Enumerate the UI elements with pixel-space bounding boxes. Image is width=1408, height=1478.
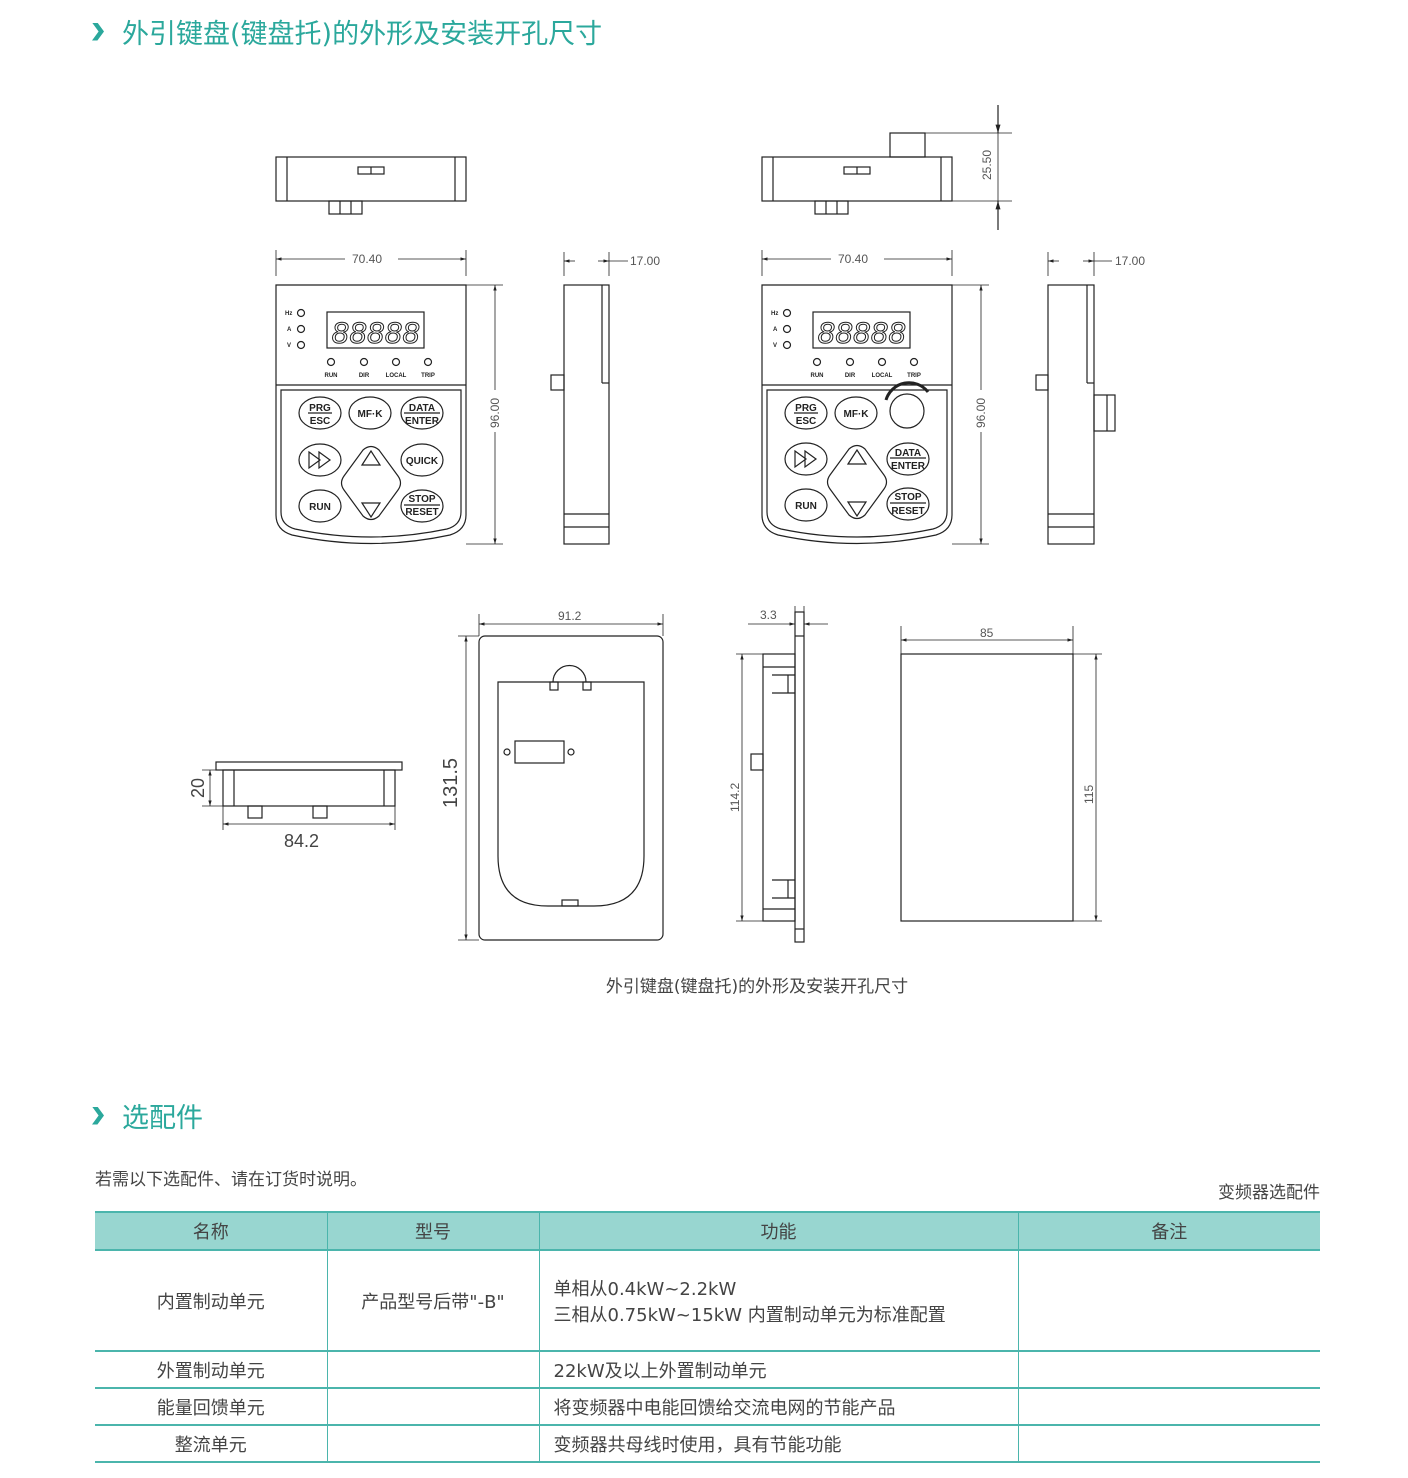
key-reset: RESET — [891, 506, 924, 517]
cell-name: 能量回馈单元 — [95, 1388, 327, 1426]
dim-width-1: 70.40 — [352, 252, 382, 266]
led-label-hz: Hz — [771, 311, 778, 317]
key-mfk: MF·K — [358, 409, 384, 420]
dim-knob-height: 25.50 — [980, 150, 994, 180]
header-remark: 备注 — [1017, 1211, 1320, 1251]
key-mfk: MF·K — [844, 409, 870, 420]
dim-depth-2: 17.00 — [1115, 254, 1145, 268]
led-label-a: A — [287, 327, 292, 333]
dim-panel-height: 131.5 — [440, 758, 462, 808]
key-prg: PRG — [795, 403, 817, 414]
tray-bottom-view — [202, 761, 403, 830]
cell-name: 整流单元 — [95, 1425, 327, 1463]
cell-remark — [1017, 1351, 1320, 1389]
function-line: 三相从0.75kW~15kW 内置制动单元为标准配置 — [553, 1304, 946, 1326]
mounting-cutout — [900, 626, 1102, 922]
dim-height-1: 96.00 — [488, 398, 502, 428]
key-esc: ESC — [796, 416, 817, 427]
cell-function: 22kW及以上外置制动单元 — [538, 1351, 1018, 1389]
header-model: 型号 — [326, 1211, 539, 1251]
dim-panel-width: 91.2 — [558, 609, 582, 623]
led-label-trip: TRIP — [421, 373, 435, 379]
key-enter: ENTER — [405, 416, 440, 427]
cell-remark — [1017, 1388, 1320, 1426]
led-label-trip: TRIP — [907, 373, 921, 379]
key-run: RUN — [309, 502, 331, 513]
dim-cutout-width: 85 — [980, 626, 994, 640]
chevron-right-icon — [92, 1106, 104, 1125]
key-prg: PRG — [309, 403, 331, 414]
key-data: DATA — [409, 403, 435, 414]
dim-tray-width: 84.2 — [284, 831, 319, 851]
tray-front-view — [458, 614, 664, 941]
dim-side-thickness: 3.3 — [760, 608, 777, 622]
display-digits: 88888 — [818, 317, 906, 350]
cell-model — [326, 1425, 539, 1463]
tray-side-view — [736, 606, 828, 943]
dim-height-2: 96.00 — [974, 398, 988, 428]
key-reset: RESET — [405, 507, 438, 518]
keypad-knob-top-view — [761, 105, 1012, 230]
cell-model — [326, 1388, 539, 1426]
key-esc: ESC — [310, 416, 331, 427]
led-label-local: LOCAL — [386, 373, 407, 379]
dim-cutout-height: 115 — [1082, 785, 1096, 804]
led-label-a: A — [773, 327, 778, 333]
key-stop: STOP — [894, 492, 921, 503]
keypad-knob-front-view — [761, 284, 953, 545]
header-function: 功能 — [538, 1211, 1018, 1251]
led-label-v: V — [773, 343, 777, 349]
table-row: 能量回馈单元 将变频器中电能回馈给交流电网的节能产品 — [95, 1388, 1320, 1426]
led-label-hz: Hz — [285, 311, 292, 317]
cell-function: 变频器共母线时使用，具有节能功能 — [538, 1425, 1018, 1463]
function-line: 单相从0.4kW~2.2kW — [553, 1278, 737, 1300]
table-row: 内置制动单元 产品型号后带"-B" 单相从0.4kW~2.2kW 三相从0.75k… — [95, 1250, 1320, 1352]
cell-remark — [1017, 1250, 1320, 1352]
led-label-v: V — [287, 343, 291, 349]
key-quick: QUICK — [406, 456, 439, 467]
led-label-run: RUN — [325, 373, 338, 379]
table-name: 变频器选配件 — [1218, 1183, 1320, 1203]
cell-model: 产品型号后带"-B" — [326, 1250, 539, 1352]
key-run: RUN — [795, 501, 817, 512]
led-label-dir: DIR — [359, 373, 370, 379]
header-name: 名称 — [95, 1211, 327, 1251]
dim-width-2: 70.40 — [838, 252, 868, 266]
cell-model — [326, 1351, 539, 1389]
dimension-drawings: 25.50 70.40 70.40 17.00 17.00 96.00 96.0… — [188, 105, 1145, 943]
led-label-run: RUN — [811, 373, 824, 379]
figure-caption: 外引键盘(键盘托)的外形及安装开孔尺寸 — [605, 977, 909, 997]
keypad-front-view — [275, 284, 467, 545]
table-row: 整流单元 变频器共母线时使用，具有节能功能 — [95, 1425, 1320, 1463]
dim-tray-height: 20 — [188, 778, 208, 798]
cell-name: 外置制动单元 — [95, 1351, 327, 1389]
cell-remark — [1017, 1425, 1320, 1463]
keypad-side-view — [550, 284, 610, 545]
section-title-text: 外引键盘(键盘托)的外形及安装开孔尺寸 — [122, 19, 603, 50]
keypad-knob-side-view — [1035, 284, 1116, 545]
accessories-table: 名称 型号 功能 备注 内置制动单元 产品型号后带"-B" 单相从0.4kW~2… — [95, 1211, 1320, 1463]
led-label-local: LOCAL — [872, 373, 893, 379]
section-title-accessories: 选配件 — [92, 1096, 203, 1135]
key-data: DATA — [895, 448, 921, 459]
keypad-top-view — [275, 156, 467, 215]
dim-depth-1: 17.00 — [630, 254, 660, 268]
cell-name: 内置制动单元 — [95, 1250, 327, 1352]
cell-function: 单相从0.4kW~2.2kW 三相从0.75kW~15kW 内置制动单元为标准配置 — [538, 1250, 1018, 1352]
table-row: 外置制动单元 22kW及以上外置制动单元 — [95, 1351, 1320, 1389]
section-title-text: 选配件 — [122, 1103, 203, 1134]
order-note: 若需以下选配件、请在订货时说明。 — [95, 1170, 367, 1190]
dim-side-height: 114.2 — [728, 783, 742, 812]
led-label-dir: DIR — [845, 373, 856, 379]
table-header: 名称 型号 功能 备注 — [95, 1211, 1320, 1251]
cell-function: 将变频器中电能回馈给交流电网的节能产品 — [538, 1388, 1018, 1426]
key-stop: STOP — [408, 494, 435, 505]
display-digits: 88888 — [332, 317, 420, 350]
section-title-keypad: 外引键盘(键盘托)的外形及安装开孔尺寸 — [92, 12, 602, 51]
key-enter: ENTER — [891, 461, 926, 472]
